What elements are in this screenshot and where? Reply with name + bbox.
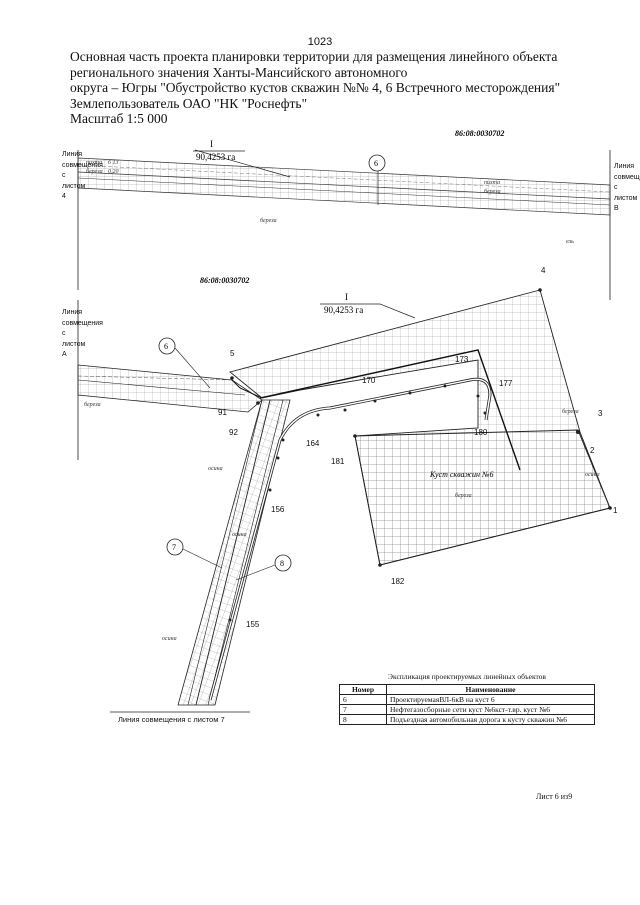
svg-text:береза: береза [562,408,579,415]
callout-6-top: 6 [368,154,386,172]
svg-text:92: 92 [229,428,238,437]
svg-text:осина: осина [162,636,177,642]
title-line-1: Основная часть проекта планировки террит… [70,49,558,64]
svg-text:7: 7 [172,543,176,552]
forest-labels-top: пихта 6 13 береза 0,20 пихта береза бере… [86,160,574,245]
svg-text:90,4253 га: 90,4253 га [324,305,363,315]
title-line-5: Масштаб 1:5 000 [70,111,168,126]
plot-label-mid: I 90,4253 га [320,292,416,319]
svg-text:91: 91 [218,408,227,417]
callout-8: 8 [235,554,292,581]
point-numbers: 1 2 3 4 5 91 92 155 156 164 170 173 177 … [218,266,618,629]
svg-text:182: 182 [391,577,405,586]
svg-text:177: 177 [499,379,513,388]
table-header-row: Номер Наименование [339,684,595,695]
svg-text:осина: осина [208,466,223,472]
sheet-number: Лист 6 из9 [536,792,573,801]
title-line-2: регионального значения Ханты-Мансийского… [70,64,408,80]
header-number: Номер [339,684,387,695]
title-line-4: Землепользователь ОАО "НК "Роснефть" [70,95,308,111]
explication-table: Экспликация проектируемых линейных объек… [339,672,595,725]
svg-text:156: 156 [271,505,285,514]
bottom-join-label: Линия совмещения с листом 7 [118,715,225,724]
svg-text:155: 155 [246,620,260,629]
document-title: Основная часть проекта планировки террит… [70,49,610,127]
svg-text:береза: береза [260,217,277,224]
svg-text:6: 6 [374,159,378,168]
side-label-left-top: Линия совмещения с листом 4 [62,151,103,200]
pipeline-markers [228,288,612,622]
explication-grid: Номер Наименование 6 ПроектируемаяВЛ-6кВ… [339,684,595,725]
lower-corridors [77,300,291,713]
svg-text:3: 3 [598,409,603,418]
side-label-right-top: Линия совмещения с листом В [614,163,640,212]
svg-text:4: 4 [541,266,546,275]
svg-text:0,20: 0,20 [108,169,119,175]
header-name: Наименование [386,684,595,695]
svg-text:5: 5 [230,349,235,358]
svg-text:осина: осина [585,472,600,478]
callout-6-mid: 6 [158,337,211,389]
side-label-left-mid: Линия совмещения с листом А [62,309,103,358]
svg-text:береза: береза [455,492,472,499]
plot-top-area: 90,4253 га [196,152,235,162]
svg-text:170: 170 [362,376,376,385]
plot-label-top: I 90,4253 га [193,139,245,162]
svg-text:6 13: 6 13 [108,160,119,166]
svg-text:180: 180 [474,428,488,437]
svg-text:1: 1 [613,506,618,515]
svg-text:6: 6 [164,342,168,351]
svg-text:осина: осина [232,532,247,538]
title-line-3: округа – Югры "Обустройство кустов скваж… [70,80,561,95]
svg-text:I: I [345,292,348,302]
top-corridor [77,149,611,300]
forest-labels-lower: береза осина осина осина береза осина бе… [84,401,600,642]
explication-caption: Экспликация проектируемых линейных объек… [388,672,546,681]
page-number: 1023 [307,36,333,48]
table-row: 7 Нефтегазосборные сети куст №6кст-т.вр.… [339,704,595,715]
svg-text:164: 164 [306,439,320,448]
table-row: 6 ПроектируемаяВЛ-6кВ на куст 6 [339,694,595,705]
plot-top-id: I [210,139,213,149]
svg-text:береза: береза [484,188,501,195]
svg-text:пихта: пихта [484,180,500,186]
svg-text:береза: береза [86,168,103,175]
table-row: 8 Подъездная автомобильная дорога к куст… [339,714,595,725]
svg-text:пихта: пихта [86,160,102,166]
svg-text:181: 181 [331,457,345,466]
callout-7: 7 [166,538,223,569]
cadastral-mid: 86:08:0030702 [200,276,249,285]
svg-text:8: 8 [280,559,284,568]
svg-text:2: 2 [590,446,595,455]
cadastral-top: 86:08:0030702 [455,129,504,138]
svg-text:173: 173 [455,355,469,364]
svg-text:береза: береза [84,401,101,408]
pad-label: Куст скважин №6 [429,470,494,479]
pipeline-route [77,349,521,701]
svg-text:ель: ель [566,239,574,245]
